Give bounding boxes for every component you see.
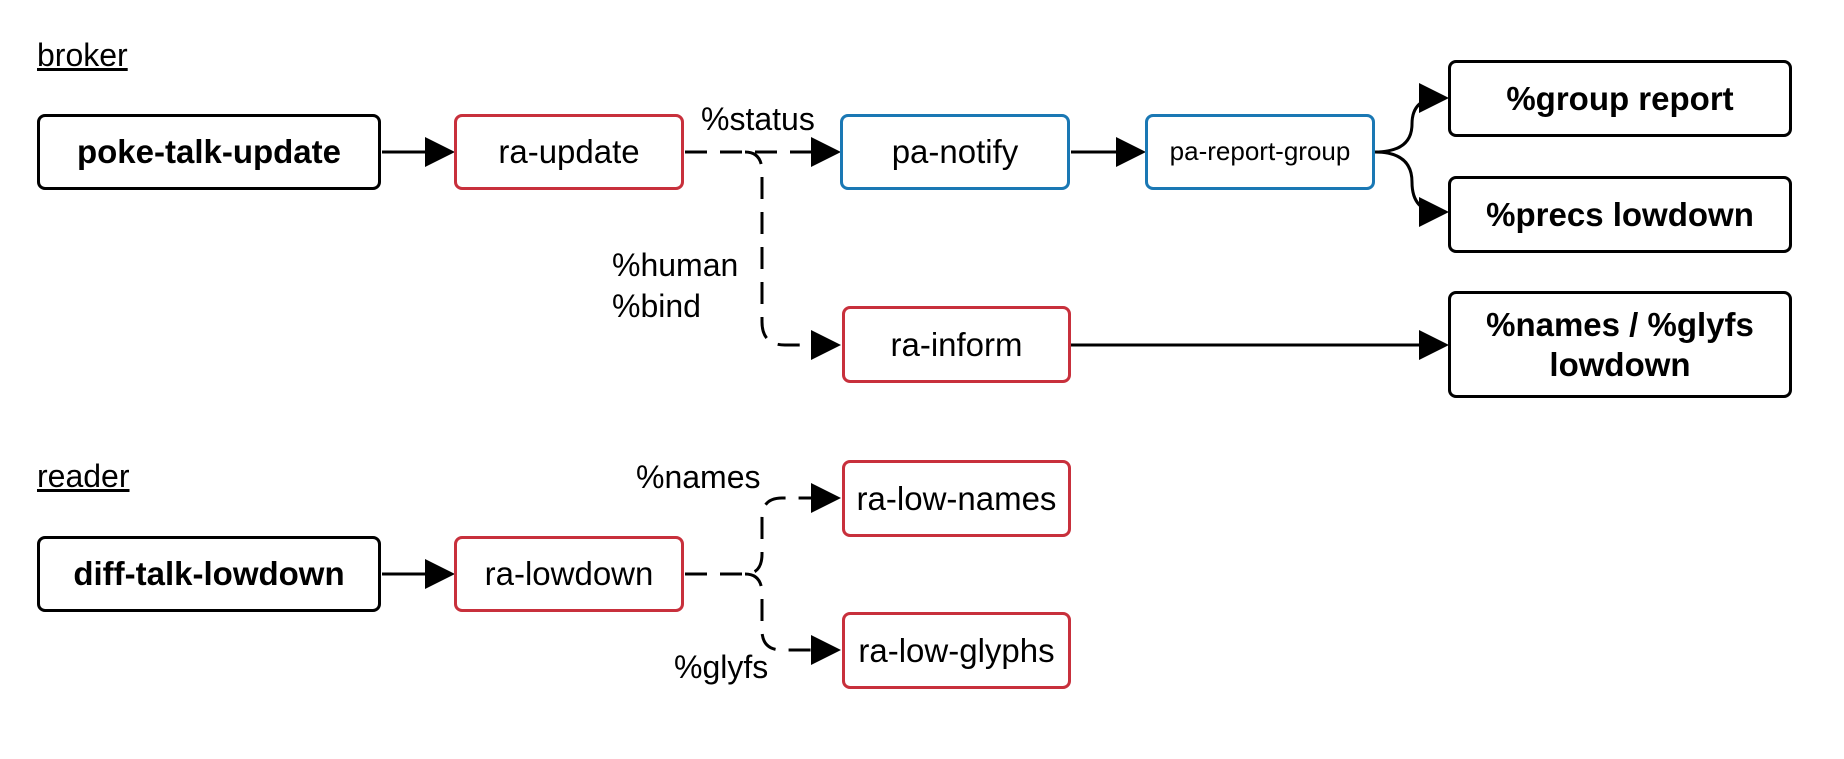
edge-pa-report-group-to-precs-lowdown xyxy=(1374,150,1449,227)
node-ra-low-glyphs: ra-low-glyphs xyxy=(842,612,1071,689)
node-ra-low-names: ra-low-names xyxy=(842,460,1071,537)
edge-label-bind: %bind xyxy=(612,288,701,324)
section-label-broker: broker xyxy=(37,37,128,73)
node-precs-lowdown: %precs lowdown xyxy=(1448,176,1792,253)
node-names-glyfs-lowdown-line1: %names / %glyfs xyxy=(1486,305,1754,343)
node-diff-talk-lowdown: diff-talk-lowdown xyxy=(37,536,381,612)
node-ra-inform: ra-inform xyxy=(842,306,1071,383)
edge-label-status: %status xyxy=(701,101,815,137)
node-ra-lowdown: ra-lowdown xyxy=(454,536,684,612)
node-names-glyfs-lowdown-line2: lowdown xyxy=(1549,345,1691,383)
edge-label-names: %names xyxy=(636,459,761,495)
edge-ra-lowdown-to-ra-low-names xyxy=(685,483,841,576)
edge-label-human: %human xyxy=(612,247,739,283)
section-label-reader: reader xyxy=(37,458,130,494)
node-group-report: %group report xyxy=(1448,60,1792,137)
node-pa-report-group: pa-report-group xyxy=(1145,114,1375,190)
edge-label-glyfs: %glyfs xyxy=(674,649,769,685)
node-ra-update: ra-update xyxy=(454,114,684,190)
edge-ra-update-to-ra-inform xyxy=(744,150,841,360)
node-pa-notify: pa-notify xyxy=(840,114,1070,190)
edge-pa-report-group-to-group-report xyxy=(1374,83,1449,154)
node-poke-talk-update: poke-talk-update xyxy=(37,114,381,190)
edge-ra-lowdown-to-ra-low-glyphs xyxy=(744,572,841,665)
node-names-glyfs-lowdown: %names / %glyfs lowdown xyxy=(1448,291,1792,398)
